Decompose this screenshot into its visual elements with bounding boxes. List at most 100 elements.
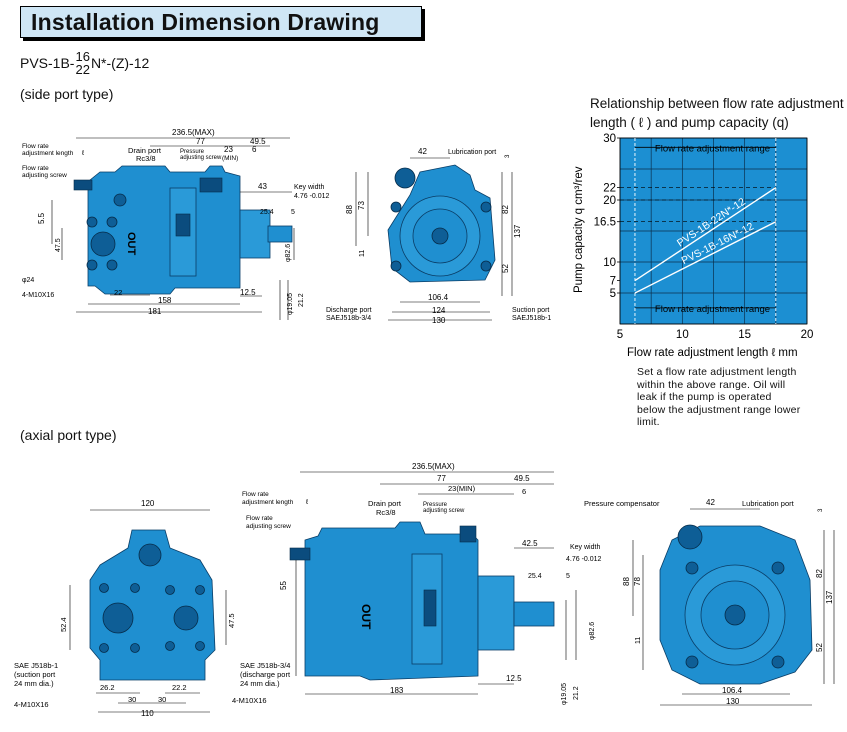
label-sae34-3: 24 mm dia.) bbox=[240, 679, 280, 688]
label-sae1-1: SAE J518b-1 bbox=[14, 661, 58, 670]
dim-axial-88: 88 bbox=[622, 577, 631, 586]
dim-77: 77 bbox=[196, 137, 205, 146]
label-sae34-1: SAE J518b-3/4 bbox=[240, 661, 290, 670]
note-line: limit. bbox=[637, 416, 660, 428]
y-tick-label: 22 bbox=[603, 183, 616, 195]
bolt-hole bbox=[771, 561, 785, 575]
model-prefix: PVS-1B- bbox=[20, 55, 75, 71]
dim-axial-5: 5 bbox=[566, 573, 570, 580]
bolt-hole bbox=[99, 643, 109, 653]
capacity-x-label: Flow rate adjustment length ℓ mm bbox=[627, 347, 798, 359]
side-bolt-hole bbox=[106, 216, 118, 228]
dim-axial-6: 6 bbox=[522, 487, 526, 496]
axial-pressure-1: Pressure bbox=[423, 502, 448, 508]
axial-rear-body bbox=[89, 529, 216, 681]
side-flow-screw bbox=[73, 179, 93, 191]
dim-axial-82: 82 bbox=[815, 569, 824, 578]
dim-30b: 30 bbox=[158, 695, 166, 704]
dim-475: 47.5 bbox=[227, 613, 236, 628]
capacity-y-label: Pump capacity q cm³/rev bbox=[573, 166, 585, 293]
series-line bbox=[634, 221, 777, 294]
axial-shaft bbox=[513, 601, 555, 627]
dim-6: 6 bbox=[252, 145, 257, 154]
front-bolt-hole bbox=[390, 201, 402, 213]
dim-30a: 30 bbox=[128, 695, 136, 704]
label-flow-len-2: adjustment length bbox=[22, 150, 74, 157]
y-tick-label: 5 bbox=[610, 288, 616, 300]
dim-524: 52.4 bbox=[59, 617, 68, 632]
range-label-bottom: Flow rate adjustment range bbox=[655, 304, 770, 315]
label-sae34-2: (discharge port bbox=[240, 670, 291, 679]
side-port-slot bbox=[175, 213, 191, 237]
bolt-hole bbox=[130, 643, 140, 653]
axial-rear-boss bbox=[138, 543, 162, 567]
page-title: Installation Dimension Drawing bbox=[31, 8, 380, 35]
dim-124: 124 bbox=[432, 306, 446, 315]
dim-axial-254: 25.4 bbox=[528, 573, 542, 580]
capacity-title-line2: length ( ℓ ) and pump capacity (q) bbox=[590, 115, 789, 130]
dim-106: 106.4 bbox=[428, 293, 449, 302]
side-mount-flange bbox=[239, 209, 271, 259]
bolt-hole bbox=[685, 561, 699, 575]
side-bolt-hole bbox=[113, 193, 127, 207]
label-drain-1: Drain port bbox=[128, 146, 162, 155]
model-fraction: 16 22 bbox=[75, 50, 89, 76]
axial-port-slot bbox=[423, 589, 437, 627]
front-bolt-hole bbox=[480, 201, 492, 213]
front-lub-boss bbox=[394, 167, 416, 189]
axial-rear-discharge bbox=[173, 605, 199, 631]
dim-axial-495: 49.5 bbox=[514, 474, 530, 483]
dim-23: 23 bbox=[224, 145, 233, 154]
label-suction-1: Suction port bbox=[512, 307, 549, 314]
axial-compensator-label: Pressure compensator bbox=[584, 499, 660, 508]
label-pressure-2: adjusting screw bbox=[180, 155, 222, 161]
axial-pressure-screw bbox=[459, 525, 477, 543]
dim-11: 11 bbox=[359, 250, 366, 257]
label-sae1-2: (suction port bbox=[14, 670, 56, 679]
label-bolts: 4-M10X16 bbox=[22, 292, 54, 299]
section-side-heading: (side port type) bbox=[20, 86, 114, 102]
dim-axial-55: 55 bbox=[279, 581, 288, 590]
note-line: within the above range. Oil will bbox=[637, 378, 786, 391]
y-tick-label: 7 bbox=[610, 276, 616, 288]
axial-flow-len-2: adjustment length bbox=[242, 499, 294, 506]
dim-axial-42: 42 bbox=[706, 498, 715, 507]
x-tick-label: 5 bbox=[617, 329, 623, 341]
label-flow-screw-1: Flow rate bbox=[22, 165, 49, 172]
section-axial-heading: (axial port type) bbox=[20, 427, 117, 443]
y-tick-label: 10 bbox=[603, 257, 616, 269]
label-lub: Lubrication port bbox=[448, 149, 496, 156]
dim-236: 236.5(MAX) bbox=[172, 128, 215, 137]
label-drain-2: Rc3/8 bbox=[136, 154, 156, 163]
y-tick-label: 30 bbox=[603, 133, 616, 145]
capacity-chart-title: Relationship between flow rate adjustmen… bbox=[590, 94, 844, 132]
dim-axial-183: 183 bbox=[390, 686, 404, 695]
note-line: leak if the pump is operated bbox=[637, 391, 772, 403]
axial-flow-screw-2: adjusting screw bbox=[246, 523, 291, 530]
dim-88: 88 bbox=[345, 205, 354, 214]
axial-compensator bbox=[677, 524, 703, 550]
axial-front-bore bbox=[724, 604, 746, 626]
dim-25: 25.4 bbox=[260, 209, 274, 216]
dim-axial-137: 137 bbox=[825, 590, 834, 604]
dim-73: 73 bbox=[357, 201, 366, 210]
dim-axial-212: 21.2 bbox=[573, 686, 580, 700]
side-pressure-screw bbox=[199, 177, 223, 193]
model-num-bottom: 22 bbox=[75, 62, 90, 77]
dim-826: φ82.6 bbox=[285, 244, 292, 262]
dim-axial-23: 23(MIN) bbox=[448, 484, 476, 493]
side-front-drawing: 42 3 88 73 11 82 137 52 106.4 124 130 Lu… bbox=[326, 147, 551, 325]
bolt-hole bbox=[130, 583, 140, 593]
axial-front-drawing: 42 3 88 78 11 82 137 52 106.4 130 Pressu… bbox=[584, 498, 835, 706]
dim-262: 26.2 bbox=[100, 683, 115, 692]
side-bolt-hole bbox=[86, 259, 98, 271]
dim-110: 110 bbox=[141, 709, 154, 718]
note-line: Set a flow rate adjustment length bbox=[637, 366, 797, 378]
label-bolts-right: 4-M10X16 bbox=[232, 696, 267, 705]
dim-axial-425: 42.5 bbox=[522, 539, 538, 548]
dim-55: 5.5 bbox=[37, 212, 46, 224]
axial-rear-suction bbox=[102, 602, 134, 634]
dim-181: 181 bbox=[148, 307, 162, 316]
x-tick-label: 15 bbox=[738, 329, 751, 341]
